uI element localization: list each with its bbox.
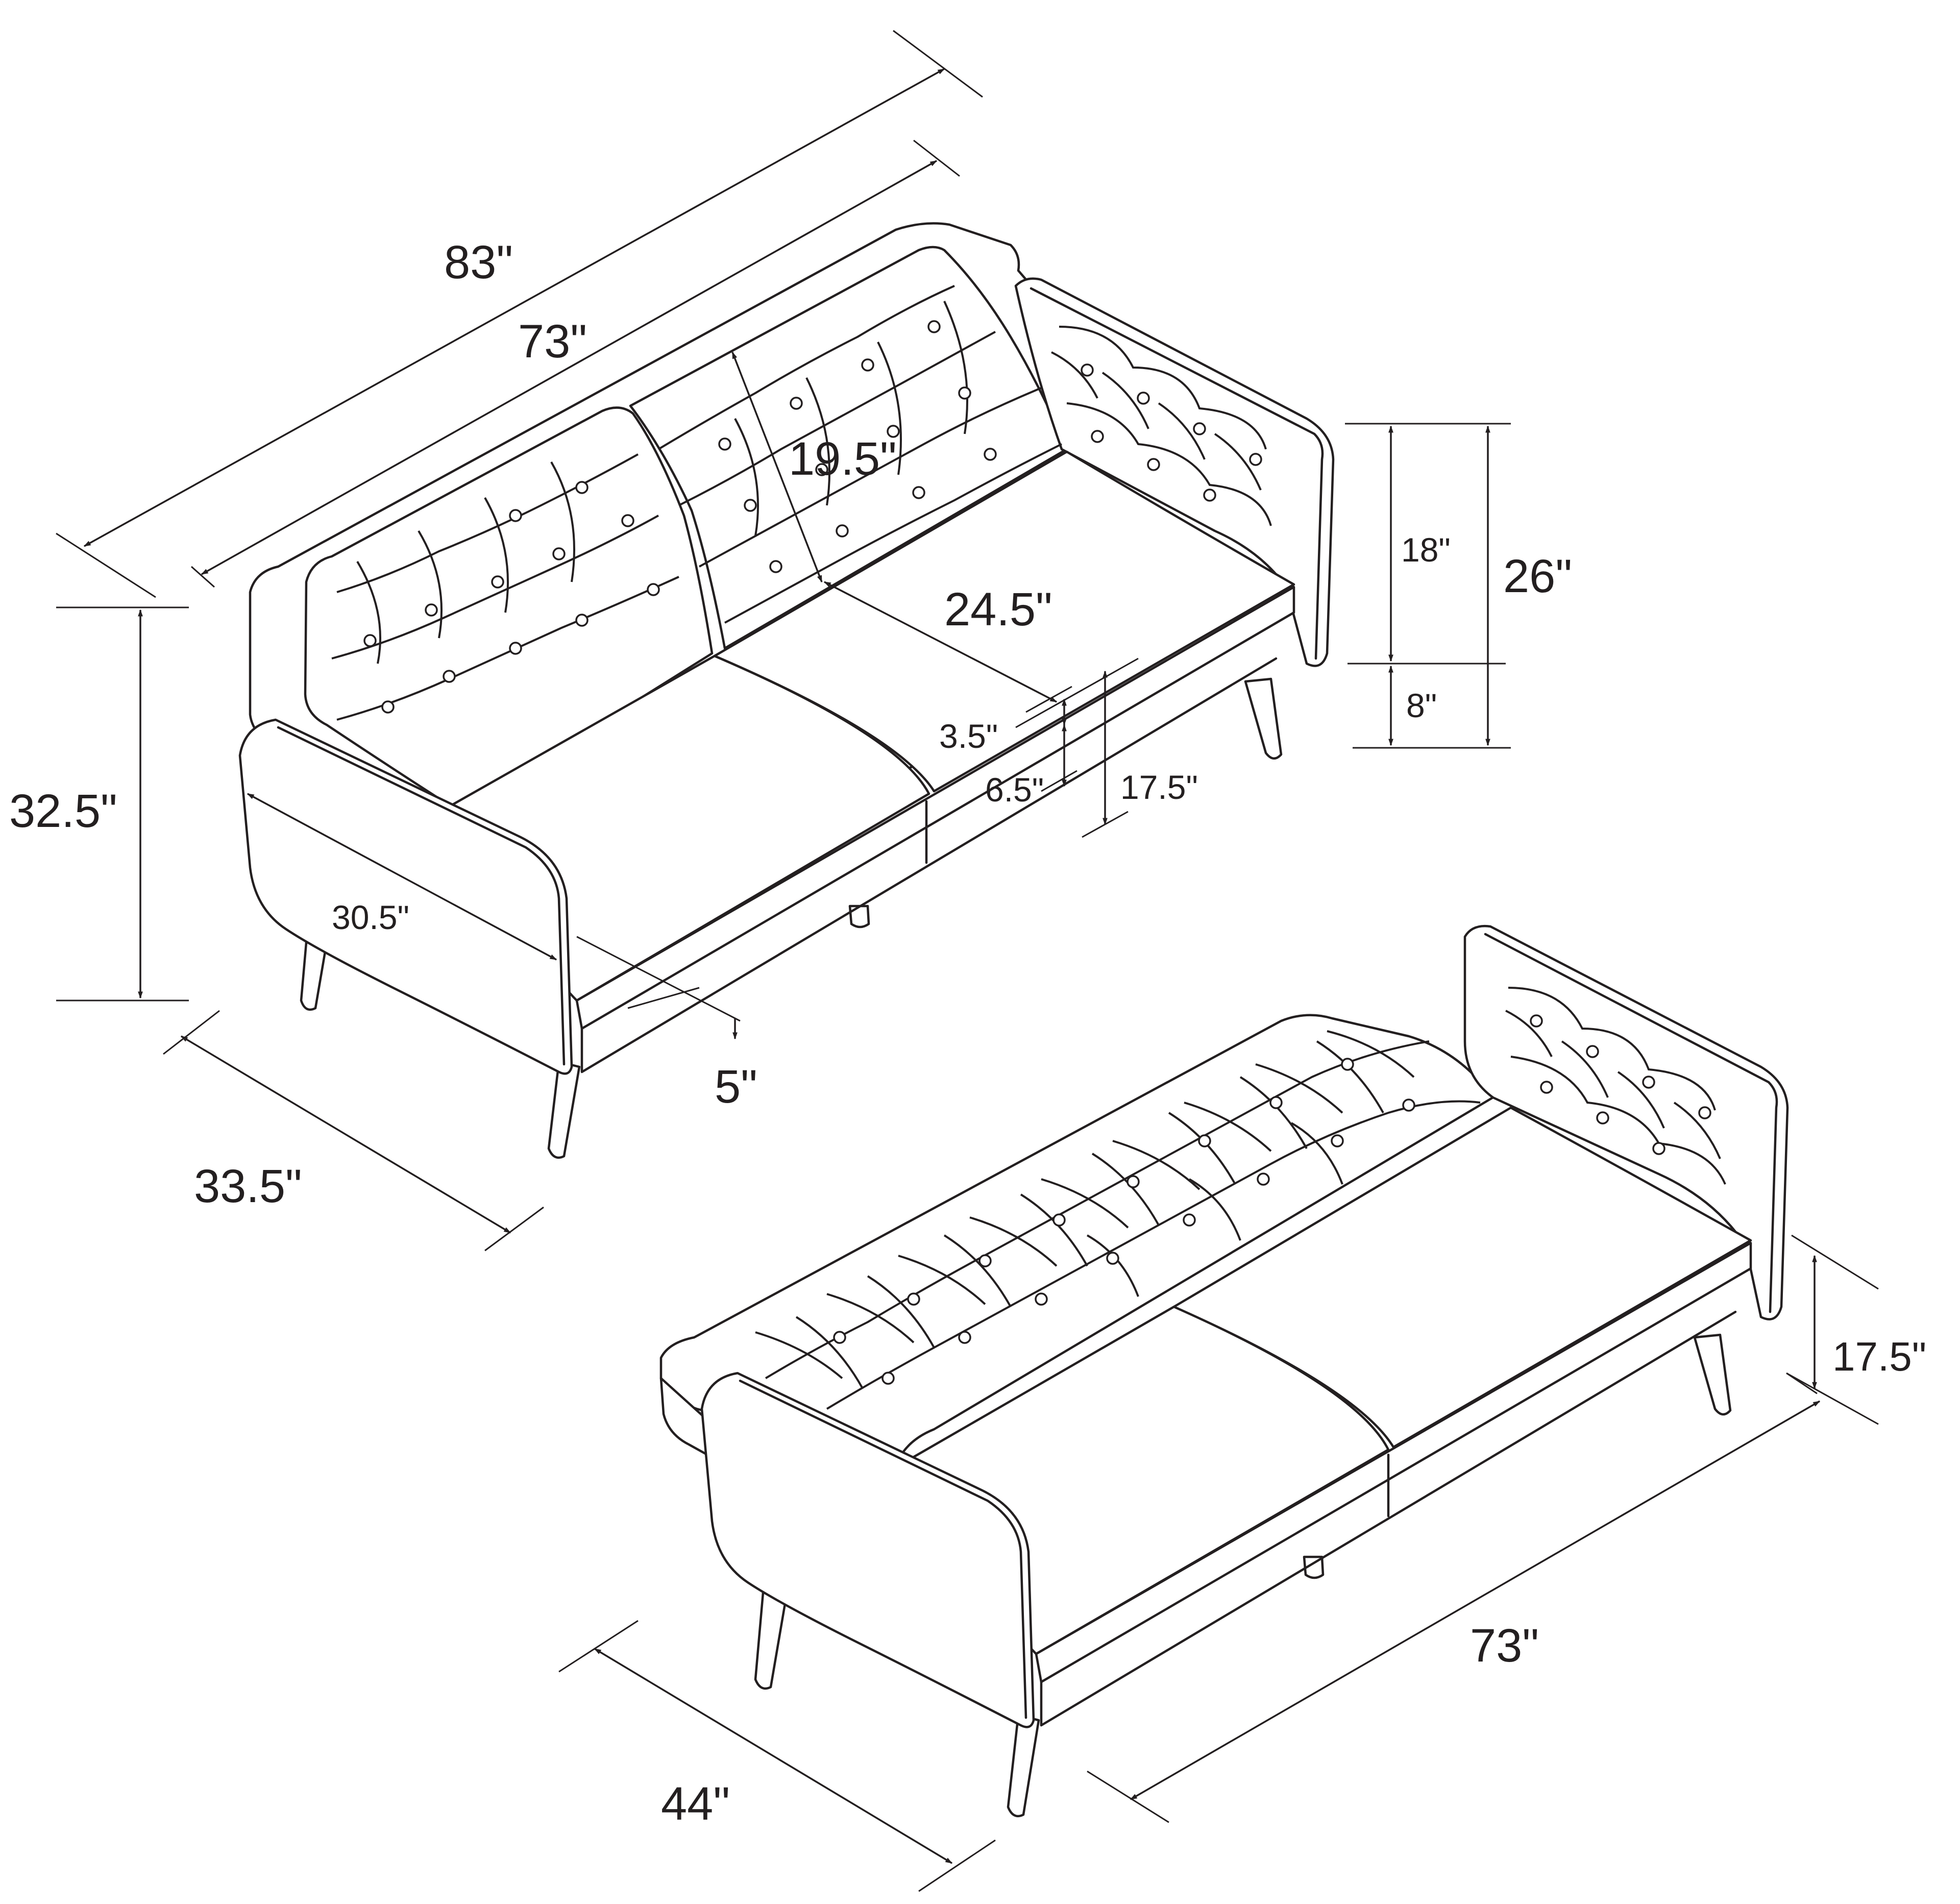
dim-seat-heights: 3.5" 6.5" 17.5" bbox=[939, 657, 1198, 838]
bed-dimensions: 17.5" 73" 44" bbox=[558, 1234, 1926, 1892]
dim-bed-length: 73" bbox=[1087, 1372, 1821, 1823]
label-seat-to-cushion: 6.5" bbox=[985, 771, 1044, 809]
label-arm-width: 5" bbox=[715, 1061, 757, 1113]
dim-bed-height: 17.5" bbox=[1786, 1234, 1926, 1425]
dim-bed-depth: 44" bbox=[558, 1620, 996, 1892]
label-bed-depth: 44" bbox=[661, 1778, 730, 1830]
label-arm-height-upper: 18" bbox=[1401, 531, 1451, 569]
label-overall-depth: 33.5" bbox=[194, 1160, 302, 1212]
sofa-upright-drawing bbox=[238, 222, 1335, 1159]
dim-arm-heights: 18" 8" 26" bbox=[1345, 423, 1572, 749]
label-bed-height: 17.5" bbox=[1832, 1334, 1926, 1379]
dim-arm-depth: 30.5" bbox=[247, 793, 557, 961]
label-back-height: 19.5" bbox=[789, 433, 897, 485]
label-seat-height: 17.5" bbox=[1120, 768, 1198, 806]
label-overall-height: 32.5" bbox=[9, 785, 117, 837]
bed-mattress-buttons bbox=[833, 1014, 1711, 1385]
label-cushion-thickness: 3.5" bbox=[939, 717, 998, 755]
label-arm-height-total: 26" bbox=[1503, 550, 1572, 602]
label-bed-length: 73" bbox=[1470, 1620, 1539, 1672]
dim-arm-width: 5" bbox=[576, 936, 757, 1113]
dim-seat-depth: 24.5" bbox=[823, 581, 1058, 703]
bed-left-arm bbox=[700, 1372, 1035, 1728]
label-arm-height-lower: 8" bbox=[1406, 687, 1437, 724]
bed-seat-cushion-right bbox=[1172, 1106, 1752, 1449]
sofa-seat-front-rail bbox=[575, 585, 1295, 1030]
dim-seat-length: 73" bbox=[191, 139, 960, 588]
label-overall-length: 83" bbox=[444, 236, 513, 288]
bed-flat-drawing bbox=[659, 924, 1789, 1818]
dim-back-height: 19.5" bbox=[731, 351, 897, 583]
label-arm-depth: 30.5" bbox=[332, 898, 409, 936]
label-seat-depth: 24.5" bbox=[944, 583, 1052, 636]
sofa-dimensions: 83" 73" 19.5" 24.5" 3.5" 6 bbox=[9, 30, 1572, 1252]
bed-right-arm bbox=[1463, 924, 1789, 1321]
dim-overall-height: 32.5" bbox=[9, 606, 189, 1002]
label-seat-length: 73" bbox=[518, 315, 587, 368]
dim-overall-depth: 33.5" bbox=[163, 1010, 544, 1252]
